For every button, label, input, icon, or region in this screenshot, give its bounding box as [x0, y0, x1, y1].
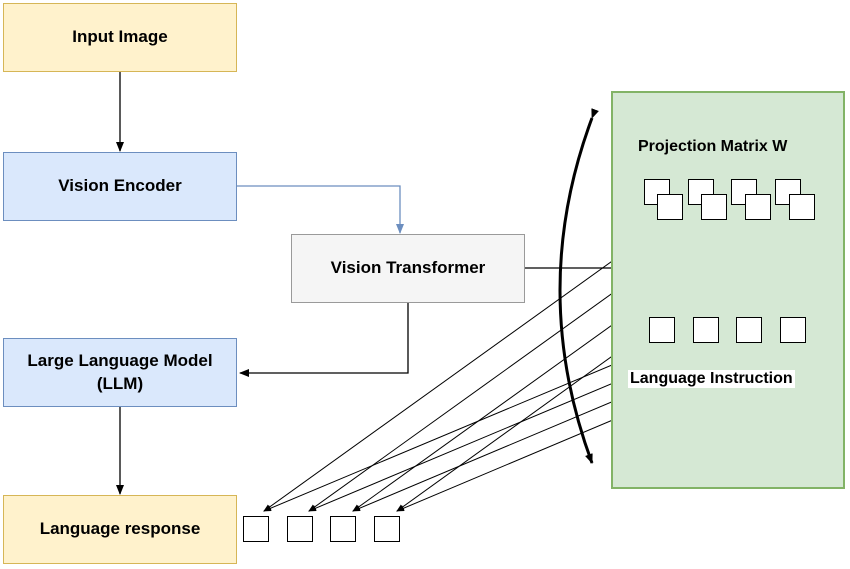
arrow-transformer-to-llm — [239, 303, 409, 377]
response-token-square — [287, 516, 313, 542]
instruction-token-square — [780, 317, 806, 343]
link-projection-1 — [263, 220, 669, 512]
projection-square-front — [657, 194, 683, 220]
vision-encoder-box: Vision Encoder — [3, 152, 237, 221]
llm-label-line1: Large Language Model — [27, 350, 213, 370]
instruction-token-square — [736, 317, 762, 343]
instruction-token-square — [649, 317, 675, 343]
projection-square-front — [789, 194, 815, 220]
projection-square-front — [745, 194, 771, 220]
llm-label-line2: (LLM) — [96, 373, 144, 393]
language-response-box: Language response — [3, 495, 237, 564]
input-image-box: Input Image — [3, 3, 237, 72]
language-response-label: Language response — [39, 519, 201, 539]
response-token-square — [243, 516, 269, 542]
llm-box: Large Language Model (LLM) — [3, 338, 237, 407]
arrow-encoder-to-transformer — [237, 185, 404, 234]
vision-transformer-label: Vision Transformer — [330, 258, 486, 278]
projection-square-back — [731, 179, 757, 205]
projection-matrix-label: Projection Matrix W — [638, 138, 788, 155]
response-token-square — [330, 516, 356, 542]
projection-square-front — [701, 194, 727, 220]
instruction-token-square — [693, 317, 719, 343]
response-token-square — [374, 516, 400, 542]
vision-transformer-box: Vision Transformer — [291, 234, 525, 303]
link-instruction-1 — [263, 343, 663, 512]
projection-panel — [611, 91, 845, 489]
curved-double-arrow — [558, 108, 599, 464]
vision-encoder-label: Vision Encoder — [58, 176, 182, 196]
projection-square-back — [775, 179, 801, 205]
input-image-label: Input Image — [72, 27, 168, 47]
language-instruction-label: Language Instruction — [628, 370, 795, 388]
